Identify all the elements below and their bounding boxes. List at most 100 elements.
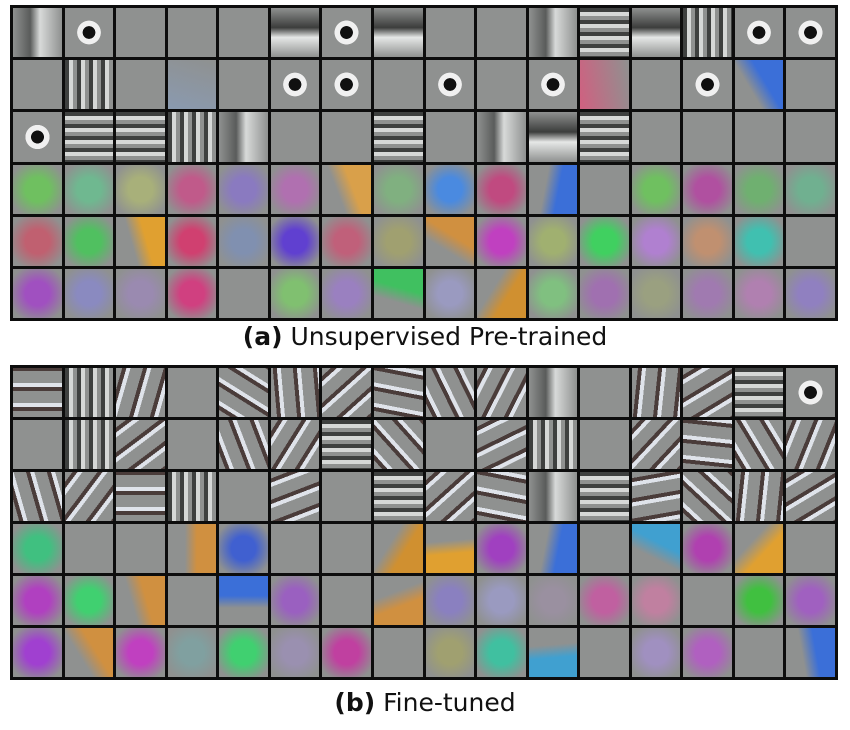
finetuned-filter-tile <box>528 576 578 625</box>
pretrained-filter-tile <box>580 60 629 110</box>
finetuned-filter-tile <box>116 576 165 625</box>
pretrained-filter-tile <box>528 60 578 110</box>
pretrained-filter-tile <box>631 216 681 266</box>
finetuned-filter-tile <box>477 576 526 625</box>
finetuned-filter-tile <box>786 472 835 521</box>
pretrained-filter-tile <box>167 216 217 266</box>
finetuned-filter-tile <box>373 420 423 469</box>
finetuned-filter-tile <box>219 420 268 469</box>
pretrained-filter-tile <box>270 216 320 266</box>
finetuned-filter-tile <box>13 472 62 521</box>
pretrained-filter-tile <box>219 268 268 318</box>
finetuned-filter-tile <box>167 628 217 677</box>
pretrained-filter-tile <box>477 60 526 110</box>
pretrained-filter-tile <box>631 164 681 214</box>
pretrained-filter-tile <box>167 8 217 58</box>
pretrained-filter-tile <box>631 268 681 318</box>
finetuned-filter-tile <box>219 576 268 625</box>
finetuned-filter-tile <box>64 472 114 521</box>
pretrained-filter-tile <box>116 60 165 110</box>
pretrained-filter-tile <box>373 112 423 162</box>
finetuned-filter-tile <box>734 472 784 521</box>
finetuned-filter-tile <box>270 420 320 469</box>
finetuned-filter-tile <box>219 368 268 417</box>
pretrained-filter-tile <box>477 8 526 58</box>
finetuned-filter-tile <box>64 524 114 573</box>
finetuned-filter-tile <box>167 576 217 625</box>
pretrained-filter-tile <box>322 268 371 318</box>
pretrained-filter-tile <box>322 112 371 162</box>
finetuned-filter-tile <box>528 524 578 573</box>
pretrained-filter-tile <box>734 8 784 58</box>
pretrained-filter-tile <box>580 164 629 214</box>
finetuned-filter-tile <box>373 524 423 573</box>
pretrained-filter-tile <box>786 112 835 162</box>
pretrained-filter-tile <box>528 112 578 162</box>
finetuned-filter-tile <box>580 472 629 521</box>
pretrained-filter-tile <box>683 60 732 110</box>
finetuned-filter-tile <box>270 628 320 677</box>
finetuned-filter-tile <box>64 628 114 677</box>
pretrained-filter-tile <box>528 164 578 214</box>
pretrained-filter-tile <box>734 164 784 214</box>
finetuned-filter-tile <box>477 628 526 677</box>
pretrained-filter-tile <box>477 164 526 214</box>
finetuned-filter-tile <box>580 628 629 677</box>
pretrained-filter-tile <box>270 164 320 214</box>
finetuned-filter-tile <box>683 628 732 677</box>
pretrained-filter-tile <box>580 268 629 318</box>
finetuned-filter-tile <box>373 368 423 417</box>
pretrained-filter-tile <box>373 216 423 266</box>
pretrained-filter-tile <box>373 164 423 214</box>
pretrained-filter-tile <box>786 60 835 110</box>
finetuned-filter-tile <box>322 368 371 417</box>
pretrained-filter-tile <box>64 164 114 214</box>
finetuned-filter-tile <box>322 524 371 573</box>
pretrained-filter-tile <box>528 268 578 318</box>
finetuned-filter-tile <box>167 472 217 521</box>
pretrained-filter-tile <box>425 164 475 214</box>
pretrained-filter-tile <box>64 8 114 58</box>
finetuned-filter-tile <box>528 628 578 677</box>
pretrained-filter-tile <box>13 60 62 110</box>
pretrained-filter-tile <box>167 112 217 162</box>
finetuned-filter-tile <box>425 524 475 573</box>
finetuned-filter-tile <box>683 524 732 573</box>
pretrained-filter-tile <box>64 60 114 110</box>
pretrained-filter-tile <box>219 112 268 162</box>
caption-b-text: Fine-tuned <box>383 688 516 717</box>
pretrained-filter-tile <box>116 112 165 162</box>
finetuned-filter-tile <box>219 524 268 573</box>
pretrained-filter-tile <box>167 60 217 110</box>
finetuned-filter-tile <box>631 368 681 417</box>
finetuned-filter-tile <box>425 368 475 417</box>
finetuned-filter-tile <box>219 628 268 677</box>
pretrained-filter-tile <box>116 164 165 214</box>
caption-b-label: (b) <box>334 688 376 717</box>
finetuned-filter-tile <box>373 472 423 521</box>
finetuned-filter-tile <box>322 472 371 521</box>
finetuned-filter-tile <box>580 576 629 625</box>
finetuned-filter-tile <box>477 524 526 573</box>
finetuned-filter-tile <box>786 420 835 469</box>
finetuned-filter-tile <box>734 524 784 573</box>
pretrained-filter-tile <box>734 112 784 162</box>
pretrained-filter-tile <box>270 268 320 318</box>
pretrained-filter-tile <box>425 60 475 110</box>
pretrained-filter-tile <box>373 60 423 110</box>
pretrained-filter-tile <box>64 268 114 318</box>
finetuned-filter-tile <box>734 576 784 625</box>
finetuned-filter-tile <box>786 368 835 417</box>
pretrained-filter-tile <box>734 216 784 266</box>
pretrained-filter-tile <box>270 8 320 58</box>
pretrained-filter-tile <box>270 112 320 162</box>
pretrained-filter-tile <box>13 112 62 162</box>
finetuned-filter-tile <box>116 368 165 417</box>
finetuned-filter-tile <box>64 576 114 625</box>
finetuned-filter-tile <box>270 368 320 417</box>
pretrained-filter-tile <box>683 164 732 214</box>
pretrained-filter-tile <box>683 112 732 162</box>
finetuned-filter-tile <box>167 420 217 469</box>
pretrained-filter-tile <box>13 216 62 266</box>
pretrained-filter-tile <box>64 216 114 266</box>
